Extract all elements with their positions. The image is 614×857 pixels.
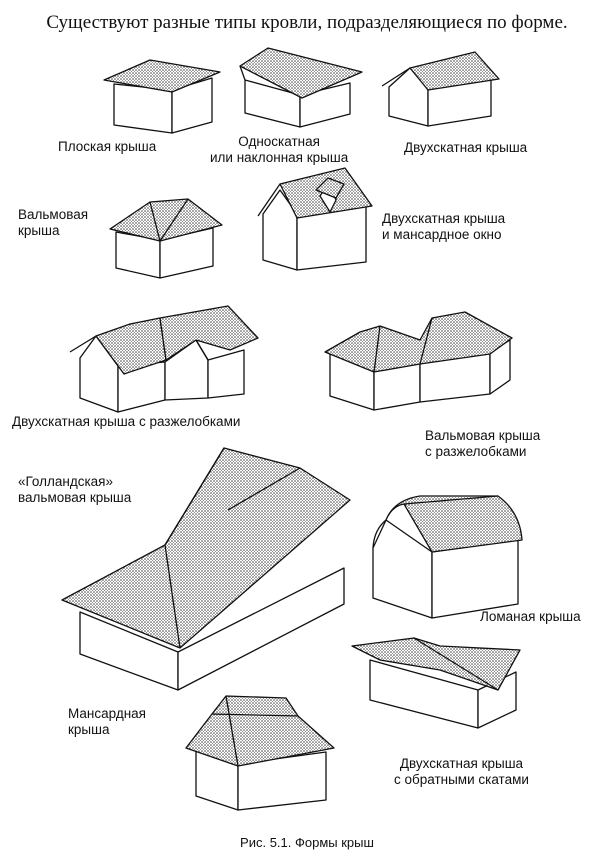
label-gable-dormer: Двухскатная крыша и мансардное окно xyxy=(382,211,505,243)
label-mansard-line1: Мансардная xyxy=(68,706,146,721)
label-shed-roof-line1: Односкатная xyxy=(238,134,320,149)
hip-valleys-drawing xyxy=(324,311,513,411)
label-hip-valleys-line2: с разжелобками xyxy=(425,444,527,459)
label-mansard: Мансардная крыша xyxy=(68,706,146,738)
gambrel-drawing xyxy=(372,495,523,619)
figure-title: Существуют разные типы кровли, подраздел… xyxy=(46,12,568,33)
label-hip-roof-line1: Вальмовая xyxy=(18,207,89,222)
label-flat-roof-line1: Плоская крыша xyxy=(58,139,157,154)
butterfly-drawing xyxy=(351,637,521,729)
label-gable-valleys: Двухскатная крыша с разжелобками xyxy=(12,414,240,430)
flat-roof-drawing xyxy=(103,59,221,134)
label-butterfly: Двухскатная крыша с обратными скатами xyxy=(394,756,529,788)
label-hip-roof-line2: крыша xyxy=(18,223,60,238)
label-butterfly-line1: Двухскатная крыша xyxy=(399,756,524,771)
figure-caption: Рис. 5.1. Формы крыш xyxy=(240,835,374,850)
mansard-drawing xyxy=(185,695,335,811)
label-shed-roof-line2: или наклонная крыша xyxy=(210,150,349,165)
dutch-hip-drawing xyxy=(61,447,351,691)
label-gable-roof-line1: Двухскатная крыша xyxy=(404,140,528,155)
label-dutch-hip-line2: вальмовая крыша xyxy=(18,490,132,505)
label-dutch-hip-line1: «Голландская» xyxy=(18,474,114,489)
label-gable-roof: Двухскатная крыша xyxy=(404,140,527,156)
label-gable-dormer-line2: и мансардное окно xyxy=(382,227,502,242)
label-hip-roof: Вальмовая крыша xyxy=(18,207,88,239)
label-mansard-line2: крыша xyxy=(68,722,110,737)
label-hip-valleys: Вальмовая крыша с разжелобками xyxy=(425,428,540,460)
label-hip-valleys-line1: Вальмовая крыша xyxy=(425,428,541,443)
gable-roof-drawing xyxy=(381,51,500,127)
label-flat-roof: Плоская крыша xyxy=(58,139,156,155)
label-gable-valleys-line1: Двухскатная крыша с разжелобками xyxy=(12,414,241,429)
label-butterfly-line2: с обратными скатами xyxy=(394,772,529,787)
shed-roof-drawing xyxy=(239,47,363,128)
label-shed-roof: Односкатная или наклонная крыша xyxy=(210,134,348,166)
label-gambrel-line1: Ломаная крыша xyxy=(480,609,581,624)
gable-valleys-drawing xyxy=(69,305,259,413)
label-gable-dormer-line1: Двухскатная крыша xyxy=(382,211,506,226)
label-dutch-hip: «Голландская» вальмовая крыша xyxy=(18,474,131,506)
hip-roof-drawing xyxy=(109,198,223,279)
gable-dormer-drawing xyxy=(257,167,373,271)
label-gambrel: Ломаная крыша xyxy=(480,609,581,625)
